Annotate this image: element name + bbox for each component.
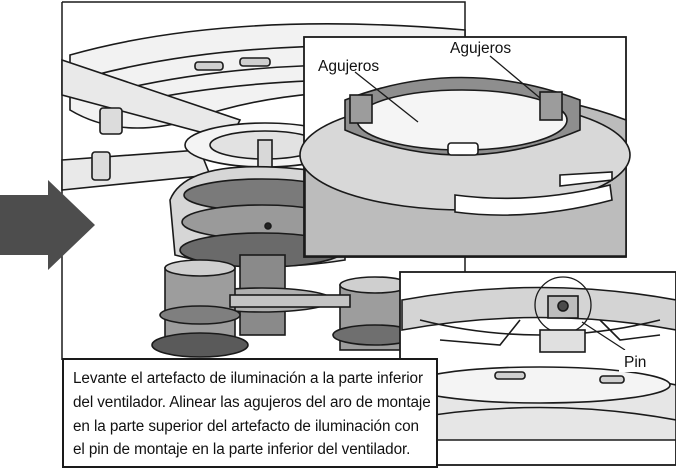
plate-slots [454, 171, 613, 216]
caption-line: del ventilador. Alinear las agujeros del… [73, 393, 431, 411]
caption-line: el pin de montaje en la parte inferior d… [73, 441, 411, 459]
holes-right-label: Agujeros [450, 40, 511, 57]
pin-hub [534, 276, 592, 353]
pin-detail-inset: Pin [399, 271, 676, 466]
blade-brackets [91, 107, 123, 181]
pin-label: Pin [624, 354, 646, 371]
holes-detail-inset: Agujeros Agujeros [299, 36, 631, 258]
holes-right-pointer [489, 55, 541, 99]
holes-left-pointer [354, 71, 419, 123]
caption-line: Levante el artefacto de iluminación a la… [73, 370, 423, 387]
lower-ring-slots [494, 371, 625, 384]
holes-left-label: Agujeros [318, 58, 379, 75]
instruction-caption: Levante el artefacto de iluminación a la… [62, 358, 438, 468]
caption-line: en la parte superior del artefacto de il… [73, 417, 419, 435]
ring-tabs [349, 91, 563, 156]
housing-slots [194, 57, 271, 71]
direction-arrow [0, 180, 95, 270]
pin-pointer [581, 321, 626, 351]
lamp-socket-left [151, 259, 249, 358]
